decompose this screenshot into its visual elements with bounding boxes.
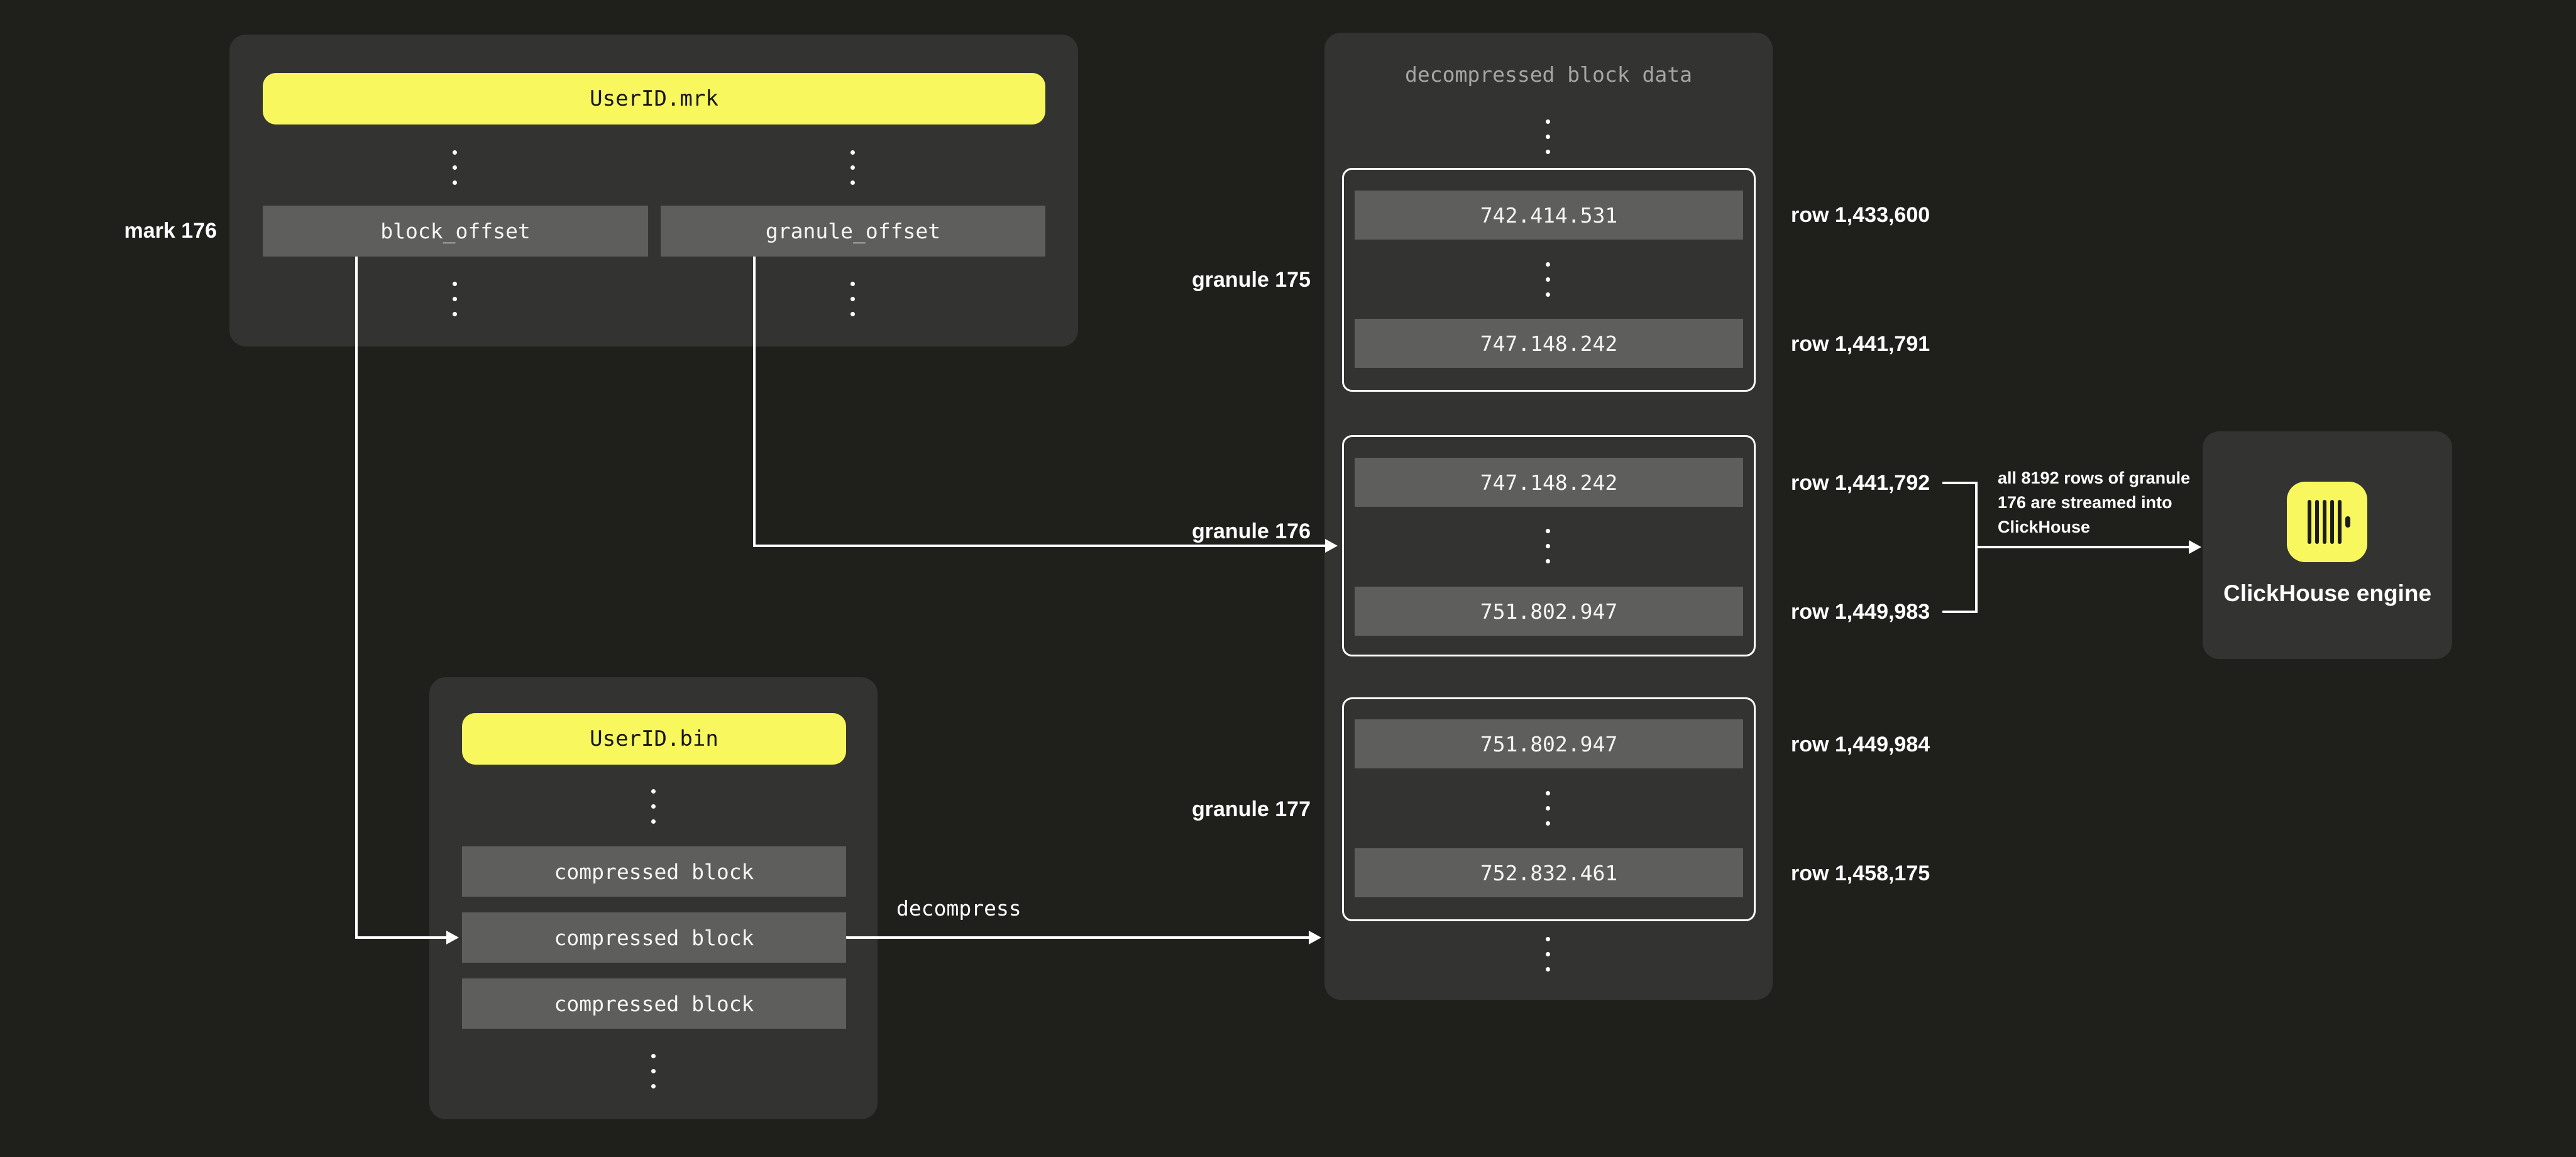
row-range-bracket-top	[1942, 482, 1978, 484]
vertical-ellipsis-icon	[651, 1054, 656, 1088]
granule-offset-box: granule_offset	[661, 206, 1045, 257]
granule-box-175: 742.414.531 747.148.242	[1342, 168, 1756, 392]
block-offset-connector-vertical	[355, 257, 358, 939]
decompress-label: decompress	[896, 896, 1021, 921]
row-label: row 1,449,984	[1791, 733, 1930, 756]
mrk-file-title-label: UserID.mrk	[590, 86, 718, 111]
decompress-arrow	[846, 936, 1310, 939]
value-label: 742.414.531	[1480, 202, 1618, 228]
mrk-file-title: UserID.mrk	[263, 73, 1045, 125]
vertical-ellipsis-icon	[850, 150, 855, 185]
row-label: row 1,441,791	[1791, 332, 1930, 356]
vertical-ellipsis-icon	[1546, 119, 1550, 154]
vertical-ellipsis-icon	[1546, 262, 1550, 297]
vertical-ellipsis-icon	[453, 150, 457, 185]
granule-first-value: 751.802.947	[1355, 719, 1743, 768]
granule-last-value: 747.148.242	[1355, 319, 1743, 368]
arrowhead-icon	[2189, 540, 2201, 554]
granule-label-177: granule 177	[1192, 797, 1311, 821]
bin-file-title: UserID.bin	[462, 713, 846, 765]
granule-offset-connector-vertical	[753, 257, 756, 547]
decompressed-panel-title: decompressed block data	[1405, 62, 1692, 87]
row-range-bracket-bottom	[1942, 611, 1978, 613]
value-label: 751.802.947	[1480, 731, 1618, 756]
granule-last-value: 751.802.947	[1355, 587, 1743, 636]
stream-annotation-line: ClickHouse	[1998, 518, 2091, 536]
vertical-ellipsis-icon	[651, 789, 656, 824]
vertical-ellipsis-icon	[453, 282, 457, 316]
block-offset-label: block_offset	[380, 219, 531, 243]
granule-first-value: 747.148.242	[1355, 458, 1743, 507]
vertical-ellipsis-icon	[1546, 937, 1550, 972]
vertical-ellipsis-icon	[850, 282, 855, 316]
value-label: 752.832.461	[1480, 860, 1618, 885]
granule-offset-connector-horizontal	[753, 545, 1326, 547]
granule-last-value: 752.832.461	[1355, 848, 1743, 897]
granule-label-175: granule 175	[1192, 268, 1311, 292]
arrowhead-icon	[1325, 539, 1338, 553]
vertical-ellipsis-icon	[1546, 791, 1550, 826]
row-label: row 1,449,983	[1791, 600, 1930, 624]
compressed-block: compressed block	[462, 846, 846, 897]
arrowhead-icon	[1309, 931, 1321, 944]
stream-annotation: all 8192 rows of granule 176 are streame…	[1998, 466, 2224, 540]
compressed-block: compressed block	[462, 978, 846, 1029]
clickhouse-logo-icon	[2287, 482, 2367, 562]
vertical-ellipsis-icon	[1546, 529, 1550, 563]
mrk-file-panel: UserID.mrk block_offset granule_offset	[229, 35, 1078, 346]
value-label: 747.148.242	[1480, 331, 1618, 356]
row-label: row 1,433,600	[1791, 203, 1930, 227]
value-label: 747.148.242	[1480, 470, 1618, 495]
compressed-block: compressed block	[462, 912, 846, 963]
value-label: 751.802.947	[1480, 599, 1618, 624]
compressed-block-label: compressed block	[554, 859, 754, 884]
bin-file-panel: UserID.bin compressed block compressed b…	[429, 677, 878, 1119]
granule-box-176: 747.148.242 751.802.947	[1342, 435, 1756, 656]
clickhouse-logo-bars	[2308, 500, 2350, 544]
mark-label: mark 176	[124, 219, 217, 243]
stream-annotation-line: all 8192 rows of granule	[1998, 468, 2191, 487]
granule-first-value: 742.414.531	[1355, 191, 1743, 240]
block-offset-box: block_offset	[263, 206, 648, 257]
compressed-block-label: compressed block	[554, 925, 754, 950]
clickhouse-engine-panel: ClickHouse engine	[2203, 431, 2452, 659]
row-label: row 1,441,792	[1791, 471, 1930, 495]
block-offset-connector-horizontal	[355, 936, 448, 939]
row-label: row 1,458,175	[1791, 861, 1930, 885]
stream-arrow	[1975, 546, 2189, 548]
stream-annotation-line: 176 are streamed into	[1998, 493, 2172, 512]
compressed-block-label: compressed block	[554, 991, 754, 1016]
arrowhead-icon	[446, 931, 459, 944]
engine-label: ClickHouse engine	[2223, 580, 2432, 606]
granule-box-177: 751.802.947 752.832.461	[1342, 697, 1756, 921]
decompressed-data-panel: decompressed block data 742.414.531 747.…	[1324, 33, 1773, 1000]
bin-file-title-label: UserID.bin	[590, 726, 718, 751]
granule-offset-label: granule_offset	[765, 219, 941, 243]
granule-label-176: granule 176	[1192, 519, 1311, 543]
